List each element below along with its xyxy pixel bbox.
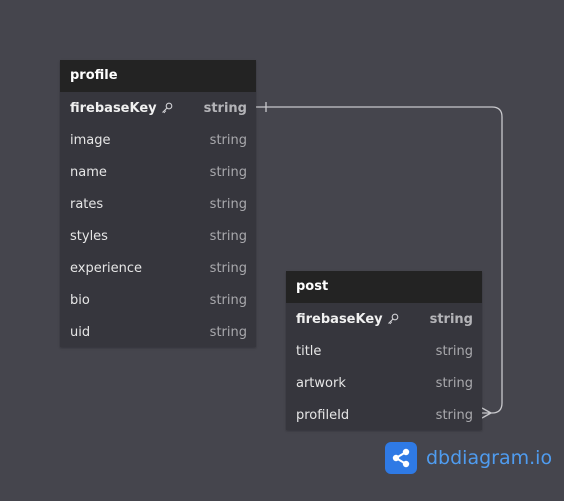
field-type: string	[209, 132, 247, 148]
brand-wordmark: dbdiagram.io	[426, 447, 552, 469]
field-name: styles	[70, 228, 108, 244]
field-row-title[interactable]: title string	[286, 335, 482, 367]
field-name: rates	[70, 196, 104, 212]
table-header-post[interactable]: post	[286, 271, 482, 303]
field-name: experience	[70, 260, 143, 276]
field-row-styles[interactable]: styles string	[60, 220, 256, 252]
field-row-profileid[interactable]: profileId string	[286, 399, 482, 431]
field-name: firebaseKey	[70, 100, 157, 116]
share-nodes-icon	[385, 442, 417, 474]
field-type: string	[429, 311, 473, 327]
field-row-firebasekey[interactable]: firebaseKey string	[60, 92, 256, 124]
field-name: bio	[70, 292, 90, 308]
field-name: image	[70, 132, 111, 148]
field-row-uid[interactable]: uid string	[60, 316, 256, 348]
field-type: string	[209, 164, 247, 180]
field-name: name	[70, 164, 107, 180]
field-row-experience[interactable]: experience string	[60, 252, 256, 284]
field-row-name[interactable]: name string	[60, 156, 256, 188]
table-header-profile[interactable]: profile	[60, 60, 256, 92]
field-row-bio[interactable]: bio string	[60, 284, 256, 316]
field-type: string	[209, 324, 247, 340]
brand-name: dbdiagram	[426, 447, 530, 469]
field-type: string	[203, 100, 247, 116]
dbdiagram-brand-link[interactable]: dbdiagram.io	[385, 442, 552, 474]
field-row-artwork[interactable]: artwork string	[286, 367, 482, 399]
table-profile[interactable]: profile firebaseKey string image string …	[60, 60, 256, 347]
field-type: string	[435, 375, 473, 391]
table-post[interactable]: post firebaseKey string title string art…	[286, 271, 482, 430]
field-name: firebaseKey	[296, 311, 383, 327]
key-icon	[161, 102, 172, 114]
field-type: string	[209, 228, 247, 244]
brand-suffix: .io	[529, 447, 553, 469]
field-name: artwork	[296, 375, 346, 391]
field-name: profileId	[296, 407, 350, 423]
key-icon	[387, 313, 398, 325]
connector-line	[256, 106, 503, 414]
field-type: string	[209, 196, 247, 212]
field-row-rates[interactable]: rates string	[60, 188, 256, 220]
field-type: string	[435, 343, 473, 359]
field-name: uid	[70, 324, 91, 340]
field-type: string	[209, 292, 247, 308]
field-type: string	[435, 407, 473, 423]
field-row-firebasekey[interactable]: firebaseKey string	[286, 303, 482, 335]
field-row-image[interactable]: image string	[60, 124, 256, 156]
many-cardinality-marker	[481, 407, 492, 419]
field-name: title	[296, 343, 322, 359]
field-type: string	[209, 260, 247, 276]
